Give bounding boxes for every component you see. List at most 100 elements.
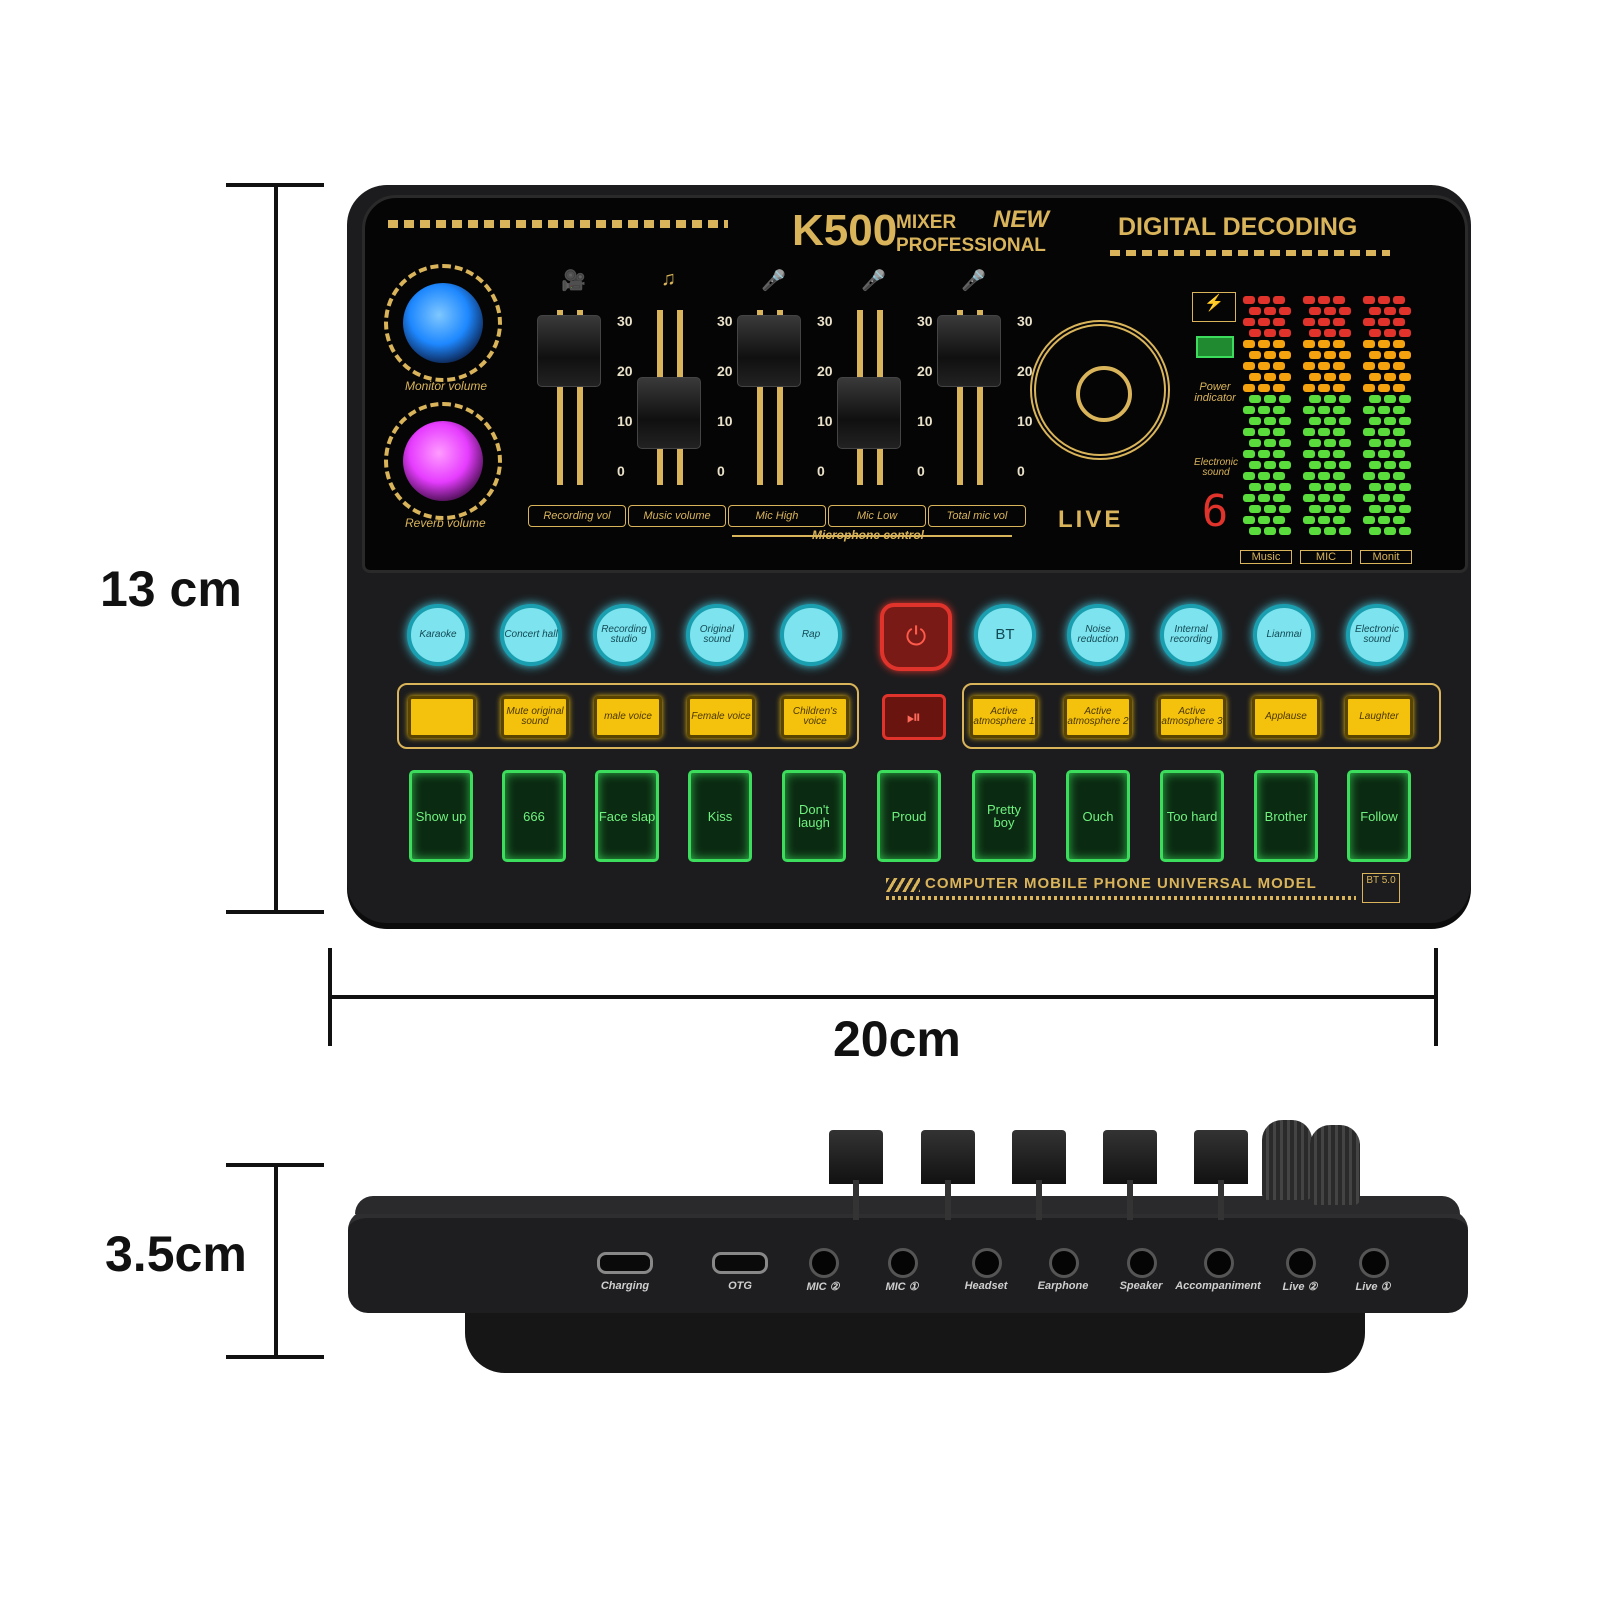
meter-led [1363, 428, 1375, 436]
sound-effect-button[interactable]: Kiss [688, 770, 752, 862]
audio-jack[interactable] [972, 1248, 1002, 1278]
meter-led [1393, 406, 1405, 414]
reverb-volume-knob[interactable] [384, 402, 502, 520]
voice-button[interactable]: Active atmosphere 3 [1158, 696, 1226, 738]
sound-effect-button[interactable]: Ouch [1066, 770, 1130, 862]
usb-c-port[interactable] [597, 1252, 653, 1274]
brand-mixer: MIXER [896, 212, 957, 233]
audio-jack[interactable] [1286, 1248, 1316, 1278]
header-stripe-right [1110, 250, 1390, 256]
meter-label: Monit [1360, 550, 1412, 564]
meter-led [1273, 428, 1285, 436]
sound-effect-button[interactable]: 666 [502, 770, 566, 862]
fader-cap[interactable] [737, 315, 801, 387]
sound-effect-button[interactable]: Proud [877, 770, 941, 862]
meter-led [1399, 373, 1411, 381]
fader-cap[interactable] [637, 377, 701, 449]
fader-tick: 0 [717, 463, 725, 479]
audio-jack[interactable] [1049, 1248, 1079, 1278]
fader-cap[interactable] [937, 315, 1001, 387]
meter-led [1303, 318, 1315, 326]
play-pause-button[interactable]: ⏯ [882, 694, 946, 740]
fader-cap[interactable] [837, 377, 901, 449]
meter-led [1309, 417, 1321, 425]
sound-effect-button[interactable]: Pretty boy [972, 770, 1036, 862]
fader-tick: 20 [817, 363, 833, 379]
audio-jack[interactable] [809, 1248, 839, 1278]
meter-led [1369, 351, 1381, 359]
usb-c-port[interactable] [712, 1252, 768, 1274]
voice-button[interactable]: Female voice [687, 696, 755, 738]
brand-professional: PROFESSIONAL [896, 235, 1046, 256]
effect-button[interactable]: Recording studio [593, 604, 655, 666]
voice-button[interactable]: Children's voice [781, 696, 849, 738]
voice-button[interactable]: Mute original sound [501, 696, 569, 738]
effect-button[interactable]: Karaoke [407, 604, 469, 666]
meter-led [1399, 307, 1411, 315]
meter-led [1309, 329, 1321, 337]
monitor-volume-knob[interactable] [384, 264, 502, 382]
jog-wheel-icon[interactable] [1030, 320, 1170, 460]
footer-universal-model: COMPUTER MOBILE PHONE UNIVERSAL MODEL [925, 875, 1317, 892]
power-button[interactable]: ⏻ [880, 603, 952, 671]
sound-effect-button[interactable]: Face slap [595, 770, 659, 862]
meter-led [1309, 395, 1321, 403]
sound-effect-button[interactable]: Brother [1254, 770, 1318, 862]
fader-tick: 30 [817, 313, 833, 329]
sound-effect-button[interactable]: Show up [409, 770, 473, 862]
voice-button[interactable] [408, 696, 476, 738]
meter-led [1369, 439, 1381, 447]
port-label: Live ① [1355, 1281, 1391, 1293]
audio-jack[interactable] [888, 1248, 918, 1278]
meter-led [1339, 307, 1351, 315]
audio-jack[interactable] [1204, 1248, 1234, 1278]
effect-button[interactable]: Lianmai [1253, 604, 1315, 666]
effect-button[interactable]: Internal recording [1160, 604, 1222, 666]
effect-button[interactable]: Noise reduction [1067, 604, 1129, 666]
footer-stripes-icon [886, 878, 920, 892]
fader-tick: 30 [1017, 313, 1033, 329]
meter-led [1369, 329, 1381, 337]
meter-led [1333, 494, 1345, 502]
fader-tick: 0 [1017, 463, 1025, 479]
brand-digital-decoding: DIGITAL DECODING [1118, 213, 1358, 241]
voice-button[interactable]: Applause [1252, 696, 1320, 738]
meter-led [1279, 439, 1291, 447]
meter-led [1273, 362, 1285, 370]
width-dimension-label: 20cm [833, 1011, 961, 1067]
sound-effect-button[interactable]: Too hard [1160, 770, 1224, 862]
fader-tick: 30 [617, 313, 633, 329]
effect-button[interactable]: Electronic sound [1346, 604, 1408, 666]
effect-button[interactable]: Rap [780, 604, 842, 666]
meter-led [1318, 494, 1330, 502]
meter-led [1318, 362, 1330, 370]
meter-led [1384, 461, 1396, 469]
effect-button[interactable]: Concert hall [500, 604, 562, 666]
meter-led [1249, 527, 1261, 535]
meter-led [1378, 450, 1390, 458]
voice-button[interactable]: male voice [594, 696, 662, 738]
meter-led [1318, 384, 1330, 392]
audio-jack[interactable] [1359, 1248, 1389, 1278]
sound-effect-button[interactable]: Follow [1347, 770, 1411, 862]
meter-led [1258, 296, 1270, 304]
fader-tick: 10 [717, 413, 733, 429]
effect-button[interactable]: BT [974, 604, 1036, 666]
meter-led [1279, 417, 1291, 425]
fader-tick: 10 [617, 413, 633, 429]
voice-button[interactable]: Active atmosphere 2 [1064, 696, 1132, 738]
side-fader-cap [921, 1130, 975, 1184]
voice-button[interactable]: Active atmosphere 1 [970, 696, 1038, 738]
voice-button[interactable]: Laughter [1345, 696, 1413, 738]
level-meter [1300, 296, 1351, 551]
fader-cap[interactable] [537, 315, 601, 387]
meter-led [1303, 296, 1315, 304]
meter-led [1264, 483, 1276, 491]
audio-jack[interactable] [1127, 1248, 1157, 1278]
height-dimension-label: 13 cm [100, 561, 242, 617]
meter-led [1399, 439, 1411, 447]
sound-effect-button[interactable]: Don't laugh [782, 770, 846, 862]
effect-button[interactable]: Original sound [686, 604, 748, 666]
fader-label: Total mic vol [928, 505, 1026, 527]
fader-tick: 0 [917, 463, 925, 479]
